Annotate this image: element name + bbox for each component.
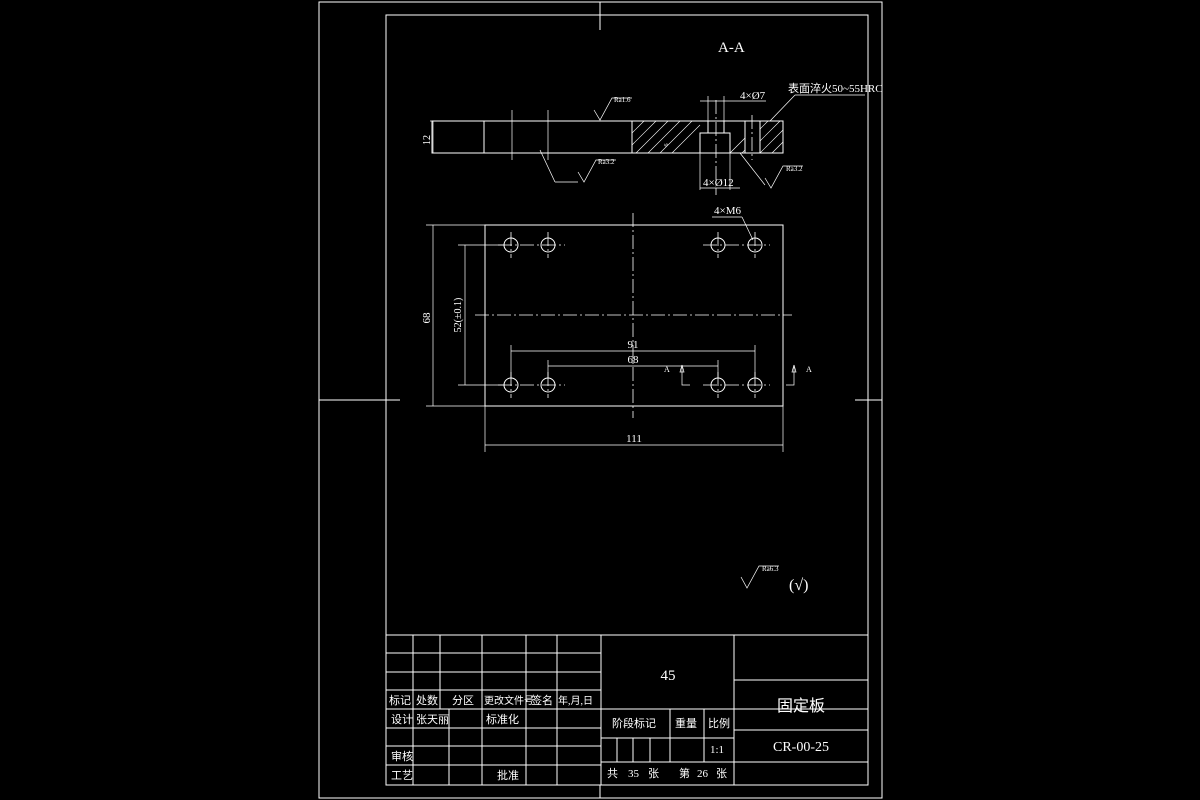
rev-header-1: 处数 (416, 694, 438, 707)
dim-height: 68 (421, 312, 433, 324)
ra-bottom: Ra3.2 (598, 158, 615, 166)
dim-hole-spacing-h1: 91 (628, 339, 639, 351)
dim-hole-spacing-h2: 68 (628, 354, 640, 366)
ra-right: Ra3.2 (786, 165, 803, 173)
general-roughness: Ra6.3 (√) (740, 565, 808, 594)
drawing-number: CR-00-25 (773, 740, 829, 755)
sheets-total: 35 (628, 768, 640, 780)
designer-name: 张天丽 (416, 713, 449, 726)
label-holes-m6: 4×M6 (714, 205, 741, 217)
dim-width: 111 (626, 433, 642, 445)
plan-view: 4×M6 68 52(±0.1) 91 68 111 A A (421, 205, 812, 452)
dim-thickness: 12 (422, 135, 433, 145)
section-arrow-right: A (806, 365, 812, 374)
label-review: 审核 (391, 749, 413, 763)
label-hardening: 表面淬火50~55HRC (788, 81, 883, 95)
label-standardization: 标准化 (486, 712, 519, 726)
ra-general: Ra6.3 (762, 565, 779, 573)
material: 45 (661, 668, 676, 684)
sheets-total-suffix: 张 (648, 767, 659, 780)
inner-border (385, 14, 869, 786)
section-arrow-left: A (664, 365, 670, 374)
sheet-no-prefix: 第 (679, 766, 690, 780)
part-name: 固定板 (777, 697, 825, 715)
section-hatching (631, 120, 784, 154)
sheets-total-prefix: 共 (607, 767, 618, 780)
label-stage: 阶段标记 (612, 716, 656, 730)
rev-header-2: 分区 (452, 694, 474, 707)
section-label: A-A (718, 40, 745, 56)
sheet-no: 26 (697, 768, 709, 780)
scale-value: 1:1 (710, 744, 724, 756)
rev-header-3: 更改文件号 (484, 694, 534, 707)
section-view: 12 6 4×Ø7 4×Ø12 表面淬火50~55HRC Ra1.6 Ra3.2… (422, 81, 883, 195)
label-weight: 重量 (675, 716, 697, 730)
label-holes-7: 4×Ø7 (740, 90, 766, 102)
title-block: 标记 处数 分区 更改文件号 签名 年,月,日 设计 张天丽 标准化 审核 工艺… (386, 634, 868, 785)
ra-top: Ra1.6 (614, 96, 631, 104)
label-scale: 比例 (708, 716, 730, 730)
label-approve: 批准 (497, 768, 519, 782)
rev-header-4: 签名 (531, 693, 553, 707)
rev-header-0: 标记 (389, 693, 411, 707)
rev-header-5: 年,月,日 (558, 694, 593, 707)
label-process: 工艺 (391, 769, 413, 782)
sheet-no-suffix: 张 (716, 767, 727, 780)
ra-general-other: (√) (789, 577, 808, 594)
label-holes-12: 4×Ø12 (703, 177, 734, 189)
dim-hole-spacing-v: 52(±0.1) (453, 298, 464, 333)
label-design: 设计 (391, 713, 413, 726)
dim-counterbore-depth: 6 (664, 144, 670, 147)
